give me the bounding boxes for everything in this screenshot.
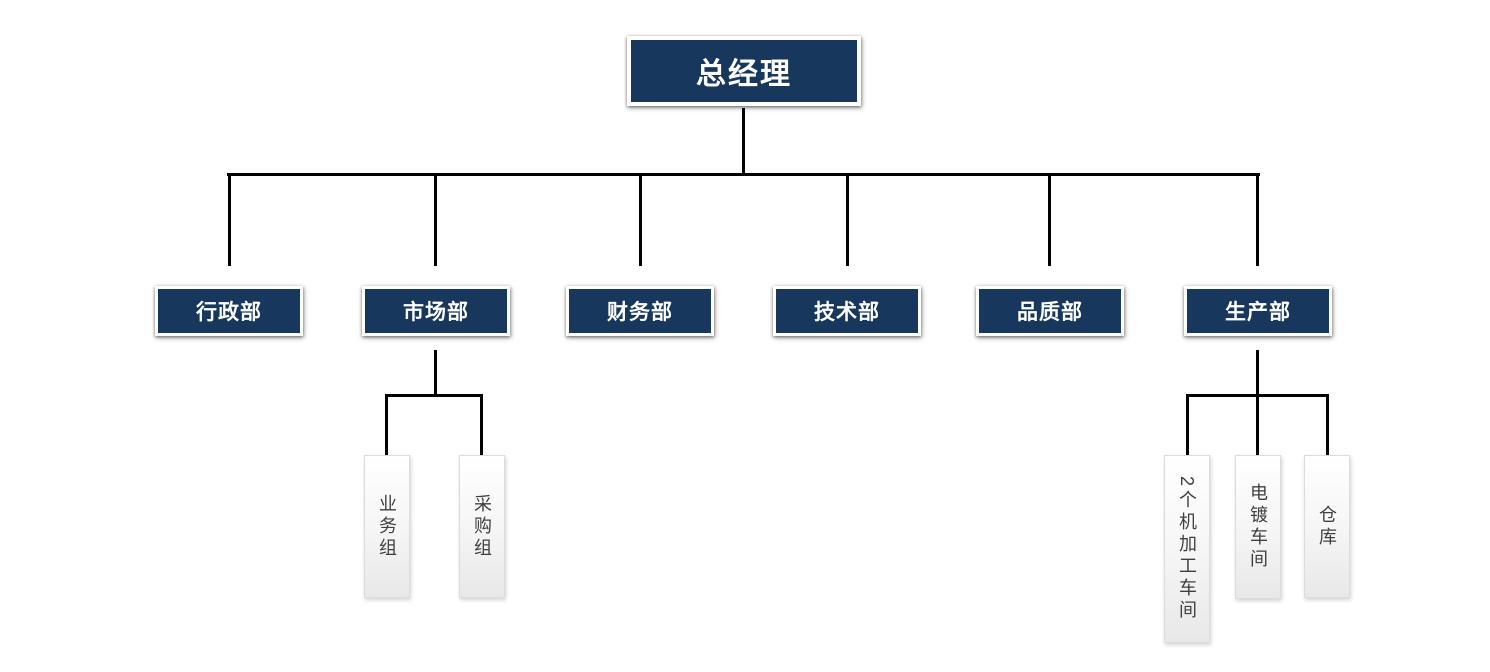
node-label: 2个机加工车间 bbox=[1177, 475, 1197, 622]
connector-production-horizontal bbox=[1186, 394, 1329, 397]
node-label: 市场部 bbox=[403, 301, 469, 324]
node-label: 总经理 bbox=[696, 58, 792, 91]
node-quality-dept[interactable]: 品质部 bbox=[976, 286, 1124, 336]
connector-drop-technology bbox=[846, 173, 849, 266]
node-finance-dept[interactable]: 财务部 bbox=[566, 286, 714, 336]
node-label: 财务部 bbox=[607, 301, 673, 324]
node-admin-dept[interactable]: 行政部 bbox=[155, 286, 303, 336]
node-label: 仓库 bbox=[1317, 504, 1337, 549]
node-label: 业务组 bbox=[377, 493, 397, 560]
connector-drop-finance bbox=[639, 173, 642, 266]
connector-drop-admin bbox=[228, 173, 231, 266]
connector-drop-warehouse bbox=[1326, 394, 1329, 455]
node-general-manager[interactable]: 总经理 bbox=[627, 36, 861, 106]
node-procurement-group[interactable]: 采购组 bbox=[459, 455, 505, 598]
connector-drop-machining-workshop bbox=[1186, 394, 1189, 455]
node-marketing-dept[interactable]: 市场部 bbox=[362, 286, 510, 336]
connector-production-stem bbox=[1256, 350, 1259, 455]
node-label: 采购组 bbox=[472, 493, 492, 560]
connector-root-drop bbox=[742, 108, 745, 174]
connector-level1-horizontal bbox=[227, 173, 1260, 176]
connector-drop-procurement-group bbox=[480, 394, 483, 455]
node-business-group[interactable]: 业务组 bbox=[364, 455, 410, 598]
connector-drop-quality bbox=[1048, 173, 1051, 266]
node-warehouse[interactable]: 仓库 bbox=[1304, 455, 1350, 598]
node-label: 生产部 bbox=[1225, 301, 1291, 324]
connector-drop-marketing bbox=[434, 173, 437, 266]
connector-marketing-horizontal bbox=[385, 394, 483, 397]
node-electroplating-workshop[interactable]: 电镀车间 bbox=[1235, 455, 1281, 599]
connector-drop-production bbox=[1256, 173, 1259, 266]
node-label: 电镀车间 bbox=[1248, 483, 1268, 571]
connector-drop-business-group bbox=[385, 394, 388, 455]
node-technology-dept[interactable]: 技术部 bbox=[773, 286, 921, 336]
node-label: 品质部 bbox=[1017, 301, 1083, 324]
node-label: 行政部 bbox=[196, 301, 262, 324]
node-production-dept[interactable]: 生产部 bbox=[1184, 286, 1332, 336]
node-machining-workshop[interactable]: 2个机加工车间 bbox=[1164, 455, 1210, 643]
connector-marketing-stem bbox=[434, 350, 437, 396]
node-label: 技术部 bbox=[814, 301, 880, 324]
